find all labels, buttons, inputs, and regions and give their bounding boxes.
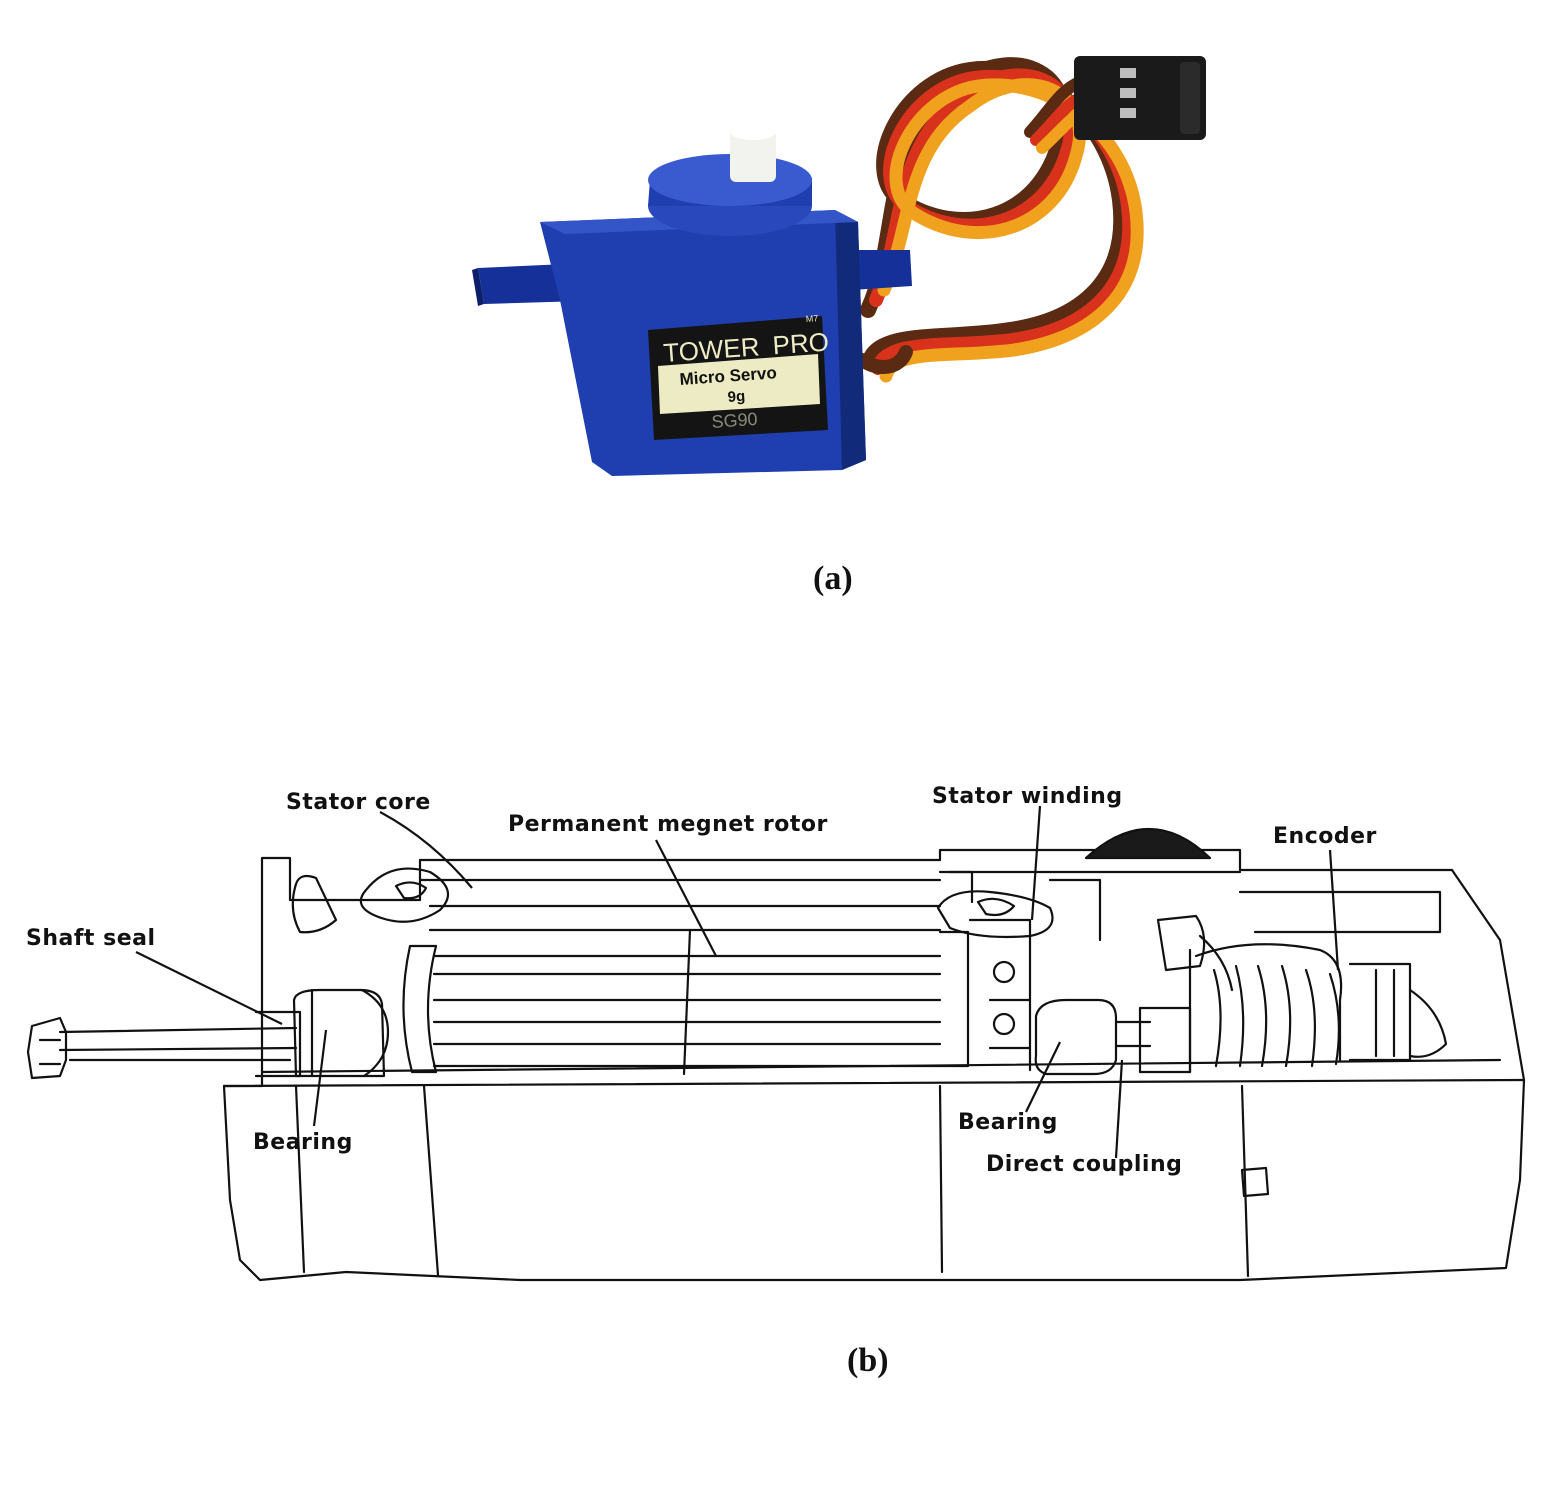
panel-a: TOWER PRO M7 Micro Servo 9g SG90 (a) <box>0 0 1541 620</box>
servo-brand-text: TOWER PRO <box>662 326 830 367</box>
label-encoder: Encoder <box>1273 824 1377 849</box>
label-bearing-left: Bearing <box>253 1130 353 1155</box>
servo-photo: TOWER PRO M7 Micro Servo 9g SG90 <box>472 56 1206 476</box>
label-stator-core: Stator core <box>286 790 431 815</box>
label-permanent-magnet-rotor: Permanent megnet rotor <box>508 812 828 837</box>
servo-model-code: SG90 <box>711 409 758 432</box>
leader-lines <box>135 805 1340 1159</box>
label-stator-winding: Stator winding <box>932 784 1123 809</box>
caption-a: (a) <box>813 560 853 597</box>
label-bearing-right: Bearing <box>958 1110 1058 1135</box>
motor-housing <box>222 848 1526 1282</box>
label-shaft-seal: Shaft seal <box>26 926 156 951</box>
servo-connector <box>1074 56 1206 140</box>
servo-model-line2: 9g <box>727 388 746 406</box>
panel-b: Stator core Permanent megnet rotor Stato… <box>0 760 1541 1420</box>
motor-cutaway-diagram <box>26 805 1526 1282</box>
servo-label-plate <box>648 316 828 440</box>
label-direct-coupling: Direct coupling <box>986 1152 1183 1177</box>
caption-b: (b) <box>847 1342 889 1379</box>
motor-shaft <box>58 1026 298 1062</box>
servo-trademark-text: M7 <box>805 313 818 324</box>
servo-cable <box>855 57 1144 383</box>
